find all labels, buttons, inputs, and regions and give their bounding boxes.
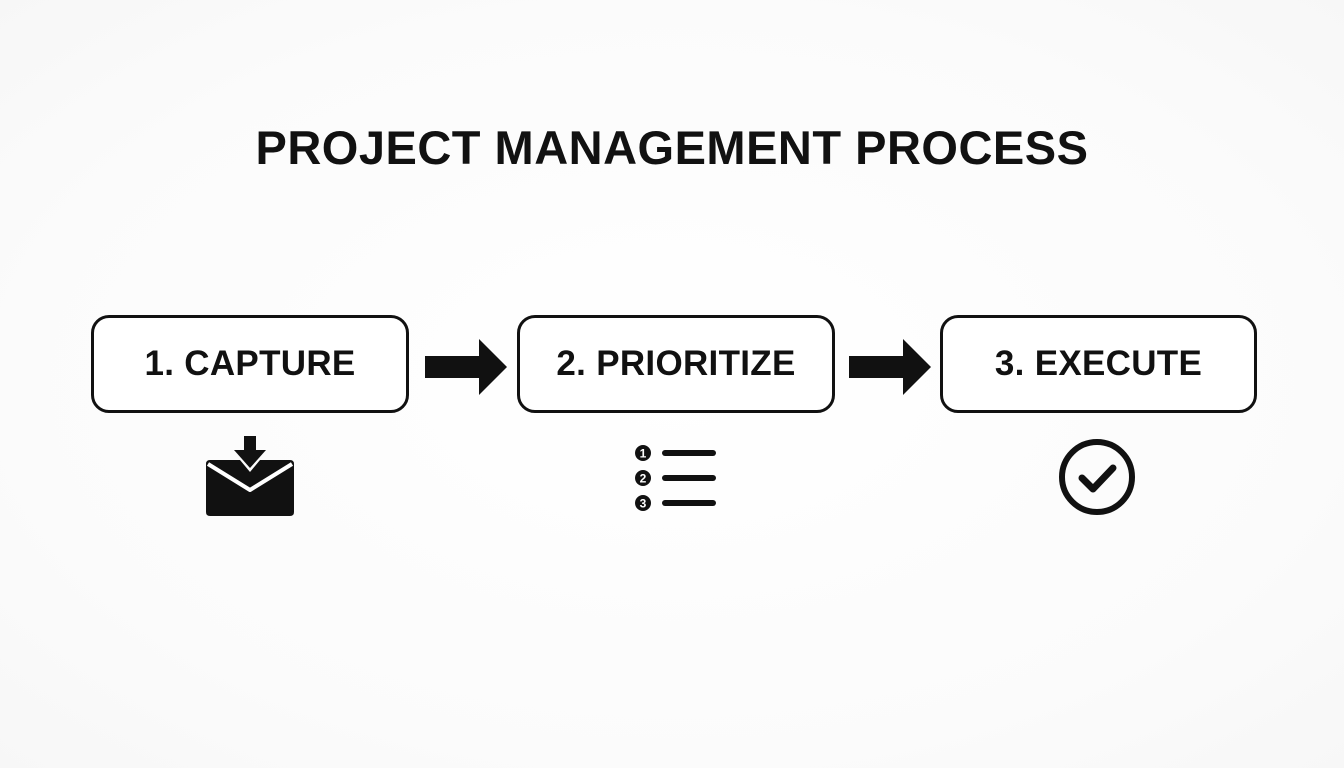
step-execute-box: 3. EXECUTE	[940, 315, 1257, 413]
step-prioritize-label: 2. PRIORITIZE	[556, 344, 796, 383]
check-circle-icon	[1059, 439, 1135, 515]
list-number-2: 2	[640, 472, 647, 486]
step-execute-label: 3. EXECUTE	[994, 344, 1203, 383]
step-capture-label: 1. CAPTURE	[144, 344, 356, 383]
inbox-download-icon	[206, 436, 294, 516]
step-prioritize-box: 2. PRIORITIZE	[517, 315, 835, 413]
list-number-3: 3	[640, 497, 647, 511]
diagram-title: PROJECT MANAGEMENT PROCESS	[255, 121, 1089, 174]
numbered-list-icon: 1 2 3	[635, 445, 716, 511]
step-capture-box: 1. CAPTURE	[91, 315, 409, 413]
list-number-1: 1	[640, 447, 647, 461]
flow-arrow-icon	[425, 339, 507, 395]
flow-arrow-icon	[849, 339, 931, 395]
